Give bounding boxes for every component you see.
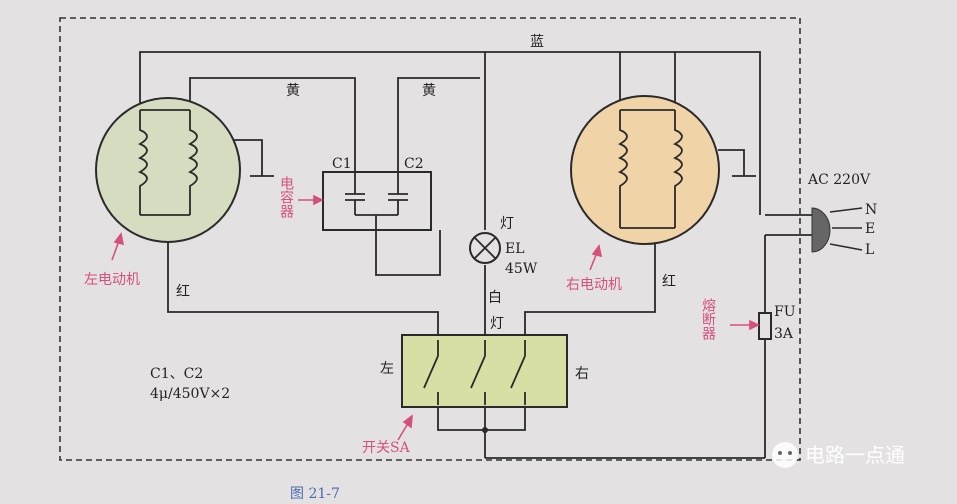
ground-right xyxy=(718,149,756,177)
label-yellow-left: 黄 xyxy=(286,82,300,99)
red-wire-right xyxy=(524,230,656,340)
label-fuse-rating: 3A xyxy=(774,326,794,342)
label-c1: C1 xyxy=(332,156,352,172)
enclosure-outline xyxy=(59,17,801,461)
label-capacitor-caption: 电容器 xyxy=(278,176,294,218)
blue-wire xyxy=(139,51,761,215)
label-plug-e: E xyxy=(865,221,875,237)
lamp-el xyxy=(469,232,501,264)
fuse-fu xyxy=(758,312,772,340)
label-yellow-right: 黄 xyxy=(422,82,436,99)
label-plug-l: L xyxy=(865,242,874,258)
label-left-motor: 左电动机 xyxy=(84,272,140,288)
capacitor-block xyxy=(322,171,432,231)
ground-left xyxy=(225,139,274,177)
red-wire-left xyxy=(167,215,439,340)
watermark: 电路一点通 xyxy=(772,442,905,468)
label-fuse-ref: FU xyxy=(774,304,796,320)
label-switch-caption: 开关SA xyxy=(362,440,411,456)
label-spec-line2: 4μ/450V×2 xyxy=(150,386,230,402)
label-switch-left: 左 xyxy=(380,361,394,377)
label-red-right: 红 xyxy=(662,274,676,290)
label-plug-n: N xyxy=(865,202,877,218)
power-plug xyxy=(811,207,863,253)
label-lamp-wire: 灯 xyxy=(490,316,504,332)
figure-caption: 图 21-7 xyxy=(290,486,340,500)
label-fuse-caption: 熔断器 xyxy=(700,298,716,340)
label-ac-supply: AC 220V xyxy=(807,172,871,188)
label-lamp-power: 45W xyxy=(505,261,538,277)
left-motor xyxy=(95,97,241,243)
label-blue: 蓝 xyxy=(530,34,544,50)
label-white: 白 xyxy=(488,290,502,306)
label-switch-right: 右 xyxy=(575,366,589,382)
label-watermark: 电路一点通 xyxy=(805,443,905,467)
right-motor xyxy=(570,95,720,245)
yellow-wire-right xyxy=(397,77,480,172)
label-c2: C2 xyxy=(404,156,424,172)
label-right-motor: 右电动机 xyxy=(566,277,622,293)
switch-sa xyxy=(401,334,568,433)
yellow-wire-left xyxy=(189,77,356,172)
label-spec-line1: C1、C2 xyxy=(150,366,203,382)
callouts xyxy=(111,194,760,441)
label-red-left: 红 xyxy=(176,284,190,300)
vertical-captions: 电容器 熔断器 xyxy=(278,176,716,340)
wiring xyxy=(139,51,812,459)
label-lamp-top: 灯 xyxy=(500,216,514,232)
label-lamp-ref: EL xyxy=(505,241,525,257)
